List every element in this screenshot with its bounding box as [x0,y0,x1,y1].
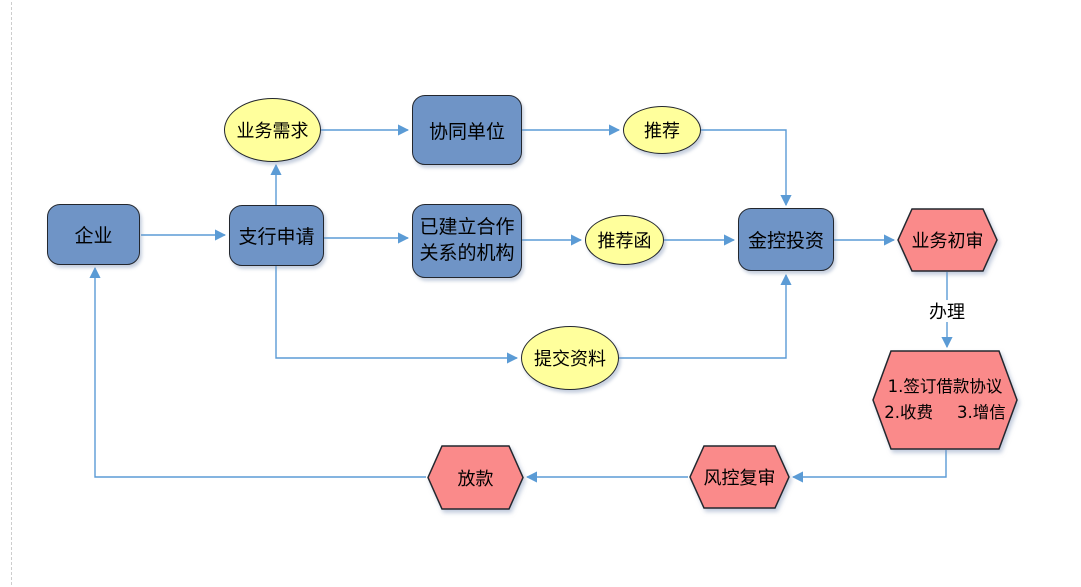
node-branch-application: 支行申请 [229,205,324,266]
node-enterprise: 企业 [47,204,140,265]
hexagon-shape [897,208,998,272]
edge-signing-to-risk-review [791,450,947,483]
node-recommendation-letter: 推荐函 [585,215,664,265]
node-business-demand: 业务需求 [224,98,321,162]
node-submit-materials: 提交资料 [521,326,619,390]
node-label: 业务需求 [236,121,309,142]
node-label: 推荐函 [597,231,652,252]
node-label: 提交资料 [534,349,606,370]
node-label: 推荐 [644,121,680,142]
node-label: 金控投资 [747,230,824,252]
node-jinkong-investment: 金控投资 [738,208,834,271]
node-label: 放款 [457,468,494,490]
edge-label-handle: 办理 [920,300,974,323]
node-cooperating-unit: 协同单位 [412,95,522,165]
hexagon-shape [427,445,524,510]
node-label: 风控复审 [703,468,776,489]
node-risk-control-review: 风控复审 [689,445,790,509]
node-label: 企业 [74,225,113,247]
node-signing-terms: 1.签订借款协议 2.收费 3.增信 [872,350,1018,450]
node-label: 1.签订借款协议 2.收费 3.增信 [884,376,1006,422]
node-label: 已建立合作 关系的机构 [419,216,515,264]
hexagon-shape [872,350,1018,450]
edge-recommend-to-jinkong [701,129,792,207]
edge-branch-to-submit-materials [275,266,519,364]
hexagon-shape [689,445,790,509]
edge-submit-materials-to-jinkong [619,273,792,359]
edge-loan-to-enterprise [89,266,426,478]
page-margin-guide [11,2,12,585]
node-loan-disbursement: 放款 [427,445,524,510]
node-label: 支行申请 [238,226,315,248]
node-business-initial-review: 业务初审 [897,208,998,272]
node-label: 业务初审 [911,231,984,252]
node-recommend: 推荐 [623,106,701,154]
node-label: 协同单位 [428,120,505,143]
node-established-partner: 已建立合作 关系的机构 [412,204,522,278]
